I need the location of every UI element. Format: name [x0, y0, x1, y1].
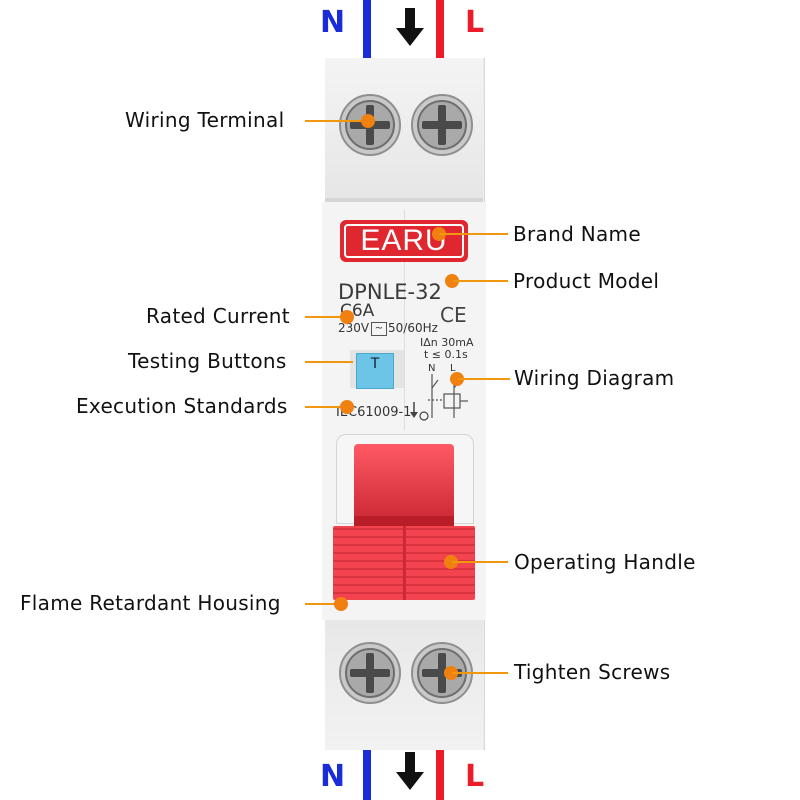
callout-wiring-terminal: Wiring Terminal: [125, 108, 285, 132]
callout-line: [458, 378, 510, 380]
callout-dot: [340, 310, 354, 324]
callout-brand-name: Brand Name: [513, 222, 641, 246]
brand-badge: EARU: [340, 220, 468, 262]
bottom-neutral-wire: [363, 750, 371, 800]
residual-current-text: IΔn 30mA: [420, 336, 474, 349]
callout-tighten-screws: Tighten Screws: [514, 660, 671, 684]
trip-time-text: t ≤ 0.1s: [424, 348, 468, 361]
callout-dot: [444, 555, 458, 569]
earth-symbol-icon: [410, 402, 429, 421]
callout-rated-current: Rated Current: [146, 304, 290, 328]
test-button-label: T: [370, 356, 380, 372]
bottom-live-wire: [436, 750, 444, 800]
test-button[interactable]: T: [356, 353, 394, 389]
bottom-live-label: L: [465, 759, 485, 794]
ac-symbol-icon: ~: [371, 322, 387, 336]
standard-text: IEC61009-1: [336, 405, 412, 420]
callout-dot: [444, 666, 458, 680]
top-live-label: L: [465, 5, 485, 40]
callout-line: [305, 361, 353, 363]
ce-mark-icon: CE: [440, 303, 467, 327]
callout-dot: [445, 274, 459, 288]
callout-operating-handle: Operating Handle: [514, 550, 696, 574]
arrow-down-icon: [396, 8, 424, 46]
screw-icon: [411, 94, 473, 156]
bottom-neutral-label: N: [320, 759, 346, 794]
callout-dot: [334, 597, 348, 611]
wiring-diagram-symbol: [428, 374, 468, 418]
callout-line: [453, 280, 508, 282]
callout-wiring-diagram: Wiring Diagram: [514, 366, 675, 390]
callout-line: [452, 561, 508, 563]
top-neutral-wire: [363, 0, 371, 58]
callout-line: [305, 603, 339, 605]
callout-line: [452, 672, 508, 674]
callout-line: [305, 120, 367, 122]
callout-line: [305, 406, 345, 408]
callout-product-model: Product Model: [513, 269, 660, 293]
divider: [325, 198, 483, 202]
diagram-n-text: N: [428, 363, 436, 374]
callout-dot: [450, 372, 464, 386]
callout-line: [440, 233, 508, 235]
callout-execution-standards: Execution Standards: [76, 394, 288, 418]
divider: [404, 210, 405, 430]
voltage-line: 230V ~ 50/60Hz: [338, 321, 454, 337]
callout-dot: [340, 400, 354, 414]
callout-flame-retardant-housing: Flame Retardant Housing: [20, 591, 281, 615]
frequency-text: 50/60Hz: [388, 321, 438, 335]
voltage-text: 230V: [338, 321, 370, 335]
arrow-down-icon: [396, 752, 424, 790]
handle-shadow: [354, 516, 454, 528]
divider: [403, 526, 406, 600]
callout-line: [305, 316, 345, 318]
screw-icon: [339, 642, 401, 704]
diagram-l-text: L: [450, 363, 456, 374]
callout-dot: [432, 227, 446, 241]
top-neutral-label: N: [320, 5, 346, 40]
top-live-wire: [436, 0, 444, 58]
callout-dot: [361, 114, 375, 128]
callout-testing-buttons: Testing Buttons: [128, 349, 287, 373]
brand-text: EARU: [360, 224, 448, 257]
model-text: DPNLE-32: [338, 280, 442, 304]
